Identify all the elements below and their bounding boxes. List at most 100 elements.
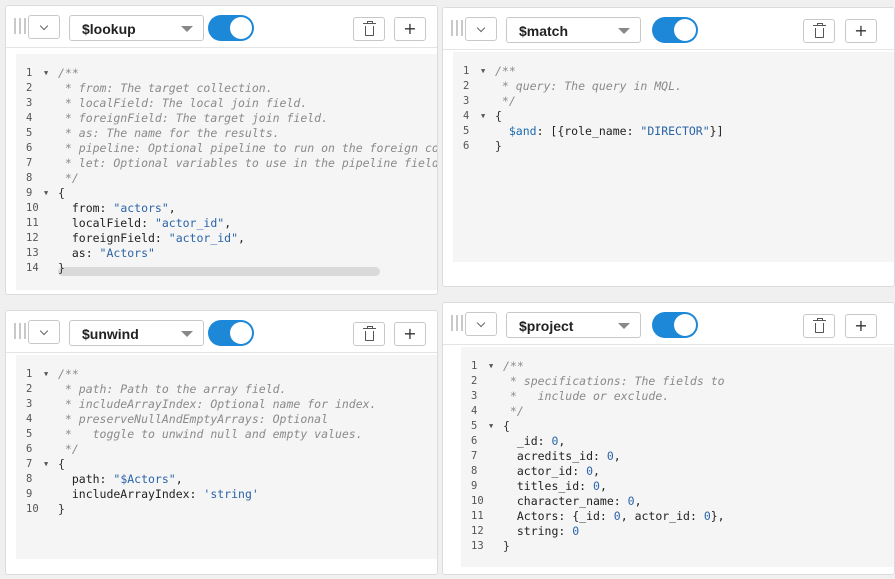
add-stage-button[interactable]: + [845, 314, 877, 338]
code-token: actor_id: [503, 464, 587, 478]
code-token: } [495, 139, 502, 153]
code-line: 4 */ [461, 404, 894, 419]
stage-operator-select[interactable]: $project [506, 312, 641, 338]
code-text: * let: Optional variables to use in the … [58, 156, 438, 171]
code-token: * let: Optional variables to use in the … [58, 156, 438, 170]
code-token: /** [58, 66, 79, 80]
fold-arrow-icon[interactable]: ▼ [44, 69, 49, 77]
code-token: * localField: The local join field. [58, 96, 308, 110]
line-number: 12 [471, 525, 484, 537]
code-line: 2 * query: The query in MQL. [453, 79, 894, 94]
code-line: 9▼{ [16, 186, 437, 201]
add-stage-button[interactable]: + [845, 19, 877, 43]
code-line: 6 * pipeline: Optional pipeline to run o… [16, 141, 437, 156]
caret-down-icon [181, 331, 193, 337]
code-token: /** [495, 64, 516, 78]
fold-arrow-icon[interactable]: ▼ [489, 362, 494, 370]
stage-lookup: $lookup + 1▼/**2 * from: The target coll… [5, 5, 438, 295]
add-stage-button[interactable]: + [394, 322, 426, 346]
code-token: from: [58, 201, 114, 215]
code-text: * from: The target collection. [58, 81, 273, 96]
caret-down-icon [181, 26, 193, 32]
stage-enabled-toggle[interactable] [208, 15, 254, 41]
code-token: /** [58, 367, 79, 381]
code-token: * toggle to unwind null and empty values… [58, 427, 363, 441]
delete-stage-button[interactable] [803, 19, 835, 43]
code-editor[interactable]: 1▼/**2 * from: The target collection.3 *… [16, 54, 438, 290]
stage-enabled-toggle[interactable] [652, 312, 698, 338]
horizontal-scrollbar[interactable] [58, 267, 380, 276]
code-token: , [175, 472, 183, 486]
code-line: 9 titles_id: 0, [461, 479, 894, 494]
code-line: 10 character_name: 0, [461, 494, 894, 509]
code-token: foreignField: [58, 231, 169, 245]
code-text: * preserveNullAndEmptyArrays: Optional [58, 412, 328, 427]
code-token: * specifications: The fields to [503, 374, 725, 388]
trash-icon [362, 20, 376, 36]
code-text: * specifications: The fields to [503, 374, 725, 389]
collapse-stage-button[interactable] [28, 320, 60, 344]
line-number: 2 [471, 375, 478, 387]
line-number: 11 [26, 217, 39, 229]
line-number: 7 [26, 157, 33, 169]
line-number: 6 [26, 443, 33, 455]
code-text: */ [58, 171, 79, 186]
code-token: character_name: [503, 494, 628, 508]
code-token: _id: [503, 434, 552, 448]
fold-arrow-icon[interactable]: ▼ [489, 422, 494, 430]
code-token: 0 [551, 434, 559, 448]
drag-handle-icon[interactable] [451, 20, 463, 36]
delete-stage-button[interactable] [353, 322, 385, 346]
fold-arrow-icon[interactable]: ▼ [44, 189, 49, 197]
line-number: 8 [471, 465, 478, 477]
code-text: } [495, 139, 502, 154]
code-token: , [238, 231, 245, 245]
stage-enabled-toggle[interactable] [208, 320, 254, 346]
collapse-stage-button[interactable] [28, 15, 60, 39]
code-token: , [168, 201, 176, 215]
code-token: }, [710, 509, 725, 523]
stage-operator-select[interactable]: $unwind [69, 320, 204, 346]
code-line: 5 * toggle to unwind null and empty valu… [16, 427, 437, 442]
code-line: 5▼{ [461, 419, 894, 434]
plus-icon: + [854, 21, 868, 40]
line-number: 14 [26, 262, 39, 274]
line-number: 7 [471, 450, 478, 462]
stage-enabled-toggle[interactable] [652, 17, 698, 43]
drag-handle-icon[interactable] [451, 315, 463, 331]
code-line: 4 * preserveNullAndEmptyArrays: Optional [16, 412, 437, 427]
delete-stage-button[interactable] [803, 314, 835, 338]
drag-handle-icon[interactable] [14, 323, 26, 339]
collapse-stage-button[interactable] [465, 312, 497, 336]
code-line: 6} [453, 139, 894, 154]
fold-arrow-icon[interactable]: ▼ [481, 112, 486, 120]
code-line: 1▼/** [16, 66, 437, 81]
code-token: { [503, 419, 510, 433]
add-stage-button[interactable]: + [394, 17, 426, 41]
code-text: * as: The name for the results. [58, 126, 280, 141]
drag-handle-icon[interactable] [14, 18, 26, 34]
trash-icon [812, 317, 826, 333]
code-editor[interactable]: 1▼/**2 * query: The query in MQL.3 */4▼{… [453, 52, 894, 262]
line-number: 1 [463, 65, 470, 77]
code-token: } [58, 261, 65, 275]
line-number: 7 [26, 458, 33, 470]
collapse-stage-button[interactable] [465, 17, 497, 41]
code-text: * query: The query in MQL. [495, 79, 682, 94]
stage-operator-select[interactable]: $lookup [69, 15, 204, 41]
code-token: { [495, 109, 502, 123]
stage-operator-select[interactable]: $match [506, 17, 641, 43]
code-text: } [503, 539, 510, 554]
code-line: 2 * from: The target collection. [16, 81, 437, 96]
line-number: 6 [463, 140, 470, 152]
fold-arrow-icon[interactable]: ▼ [44, 370, 49, 378]
delete-stage-button[interactable] [353, 17, 385, 41]
fold-arrow-icon[interactable]: ▼ [44, 460, 49, 468]
fold-arrow-icon[interactable]: ▼ [481, 67, 486, 75]
code-token: "$Actors" [113, 472, 176, 486]
stage-match: $match + 1 ▼ /**2 * query: The query in MQ… [442, 7, 895, 287]
code-token: * preserveNullAndEmptyArrays: Optional [58, 412, 329, 426]
line-number: 4 [471, 405, 478, 417]
code-editor[interactable]: 1▼/**2 * path: Path to the array field.3… [16, 355, 437, 559]
